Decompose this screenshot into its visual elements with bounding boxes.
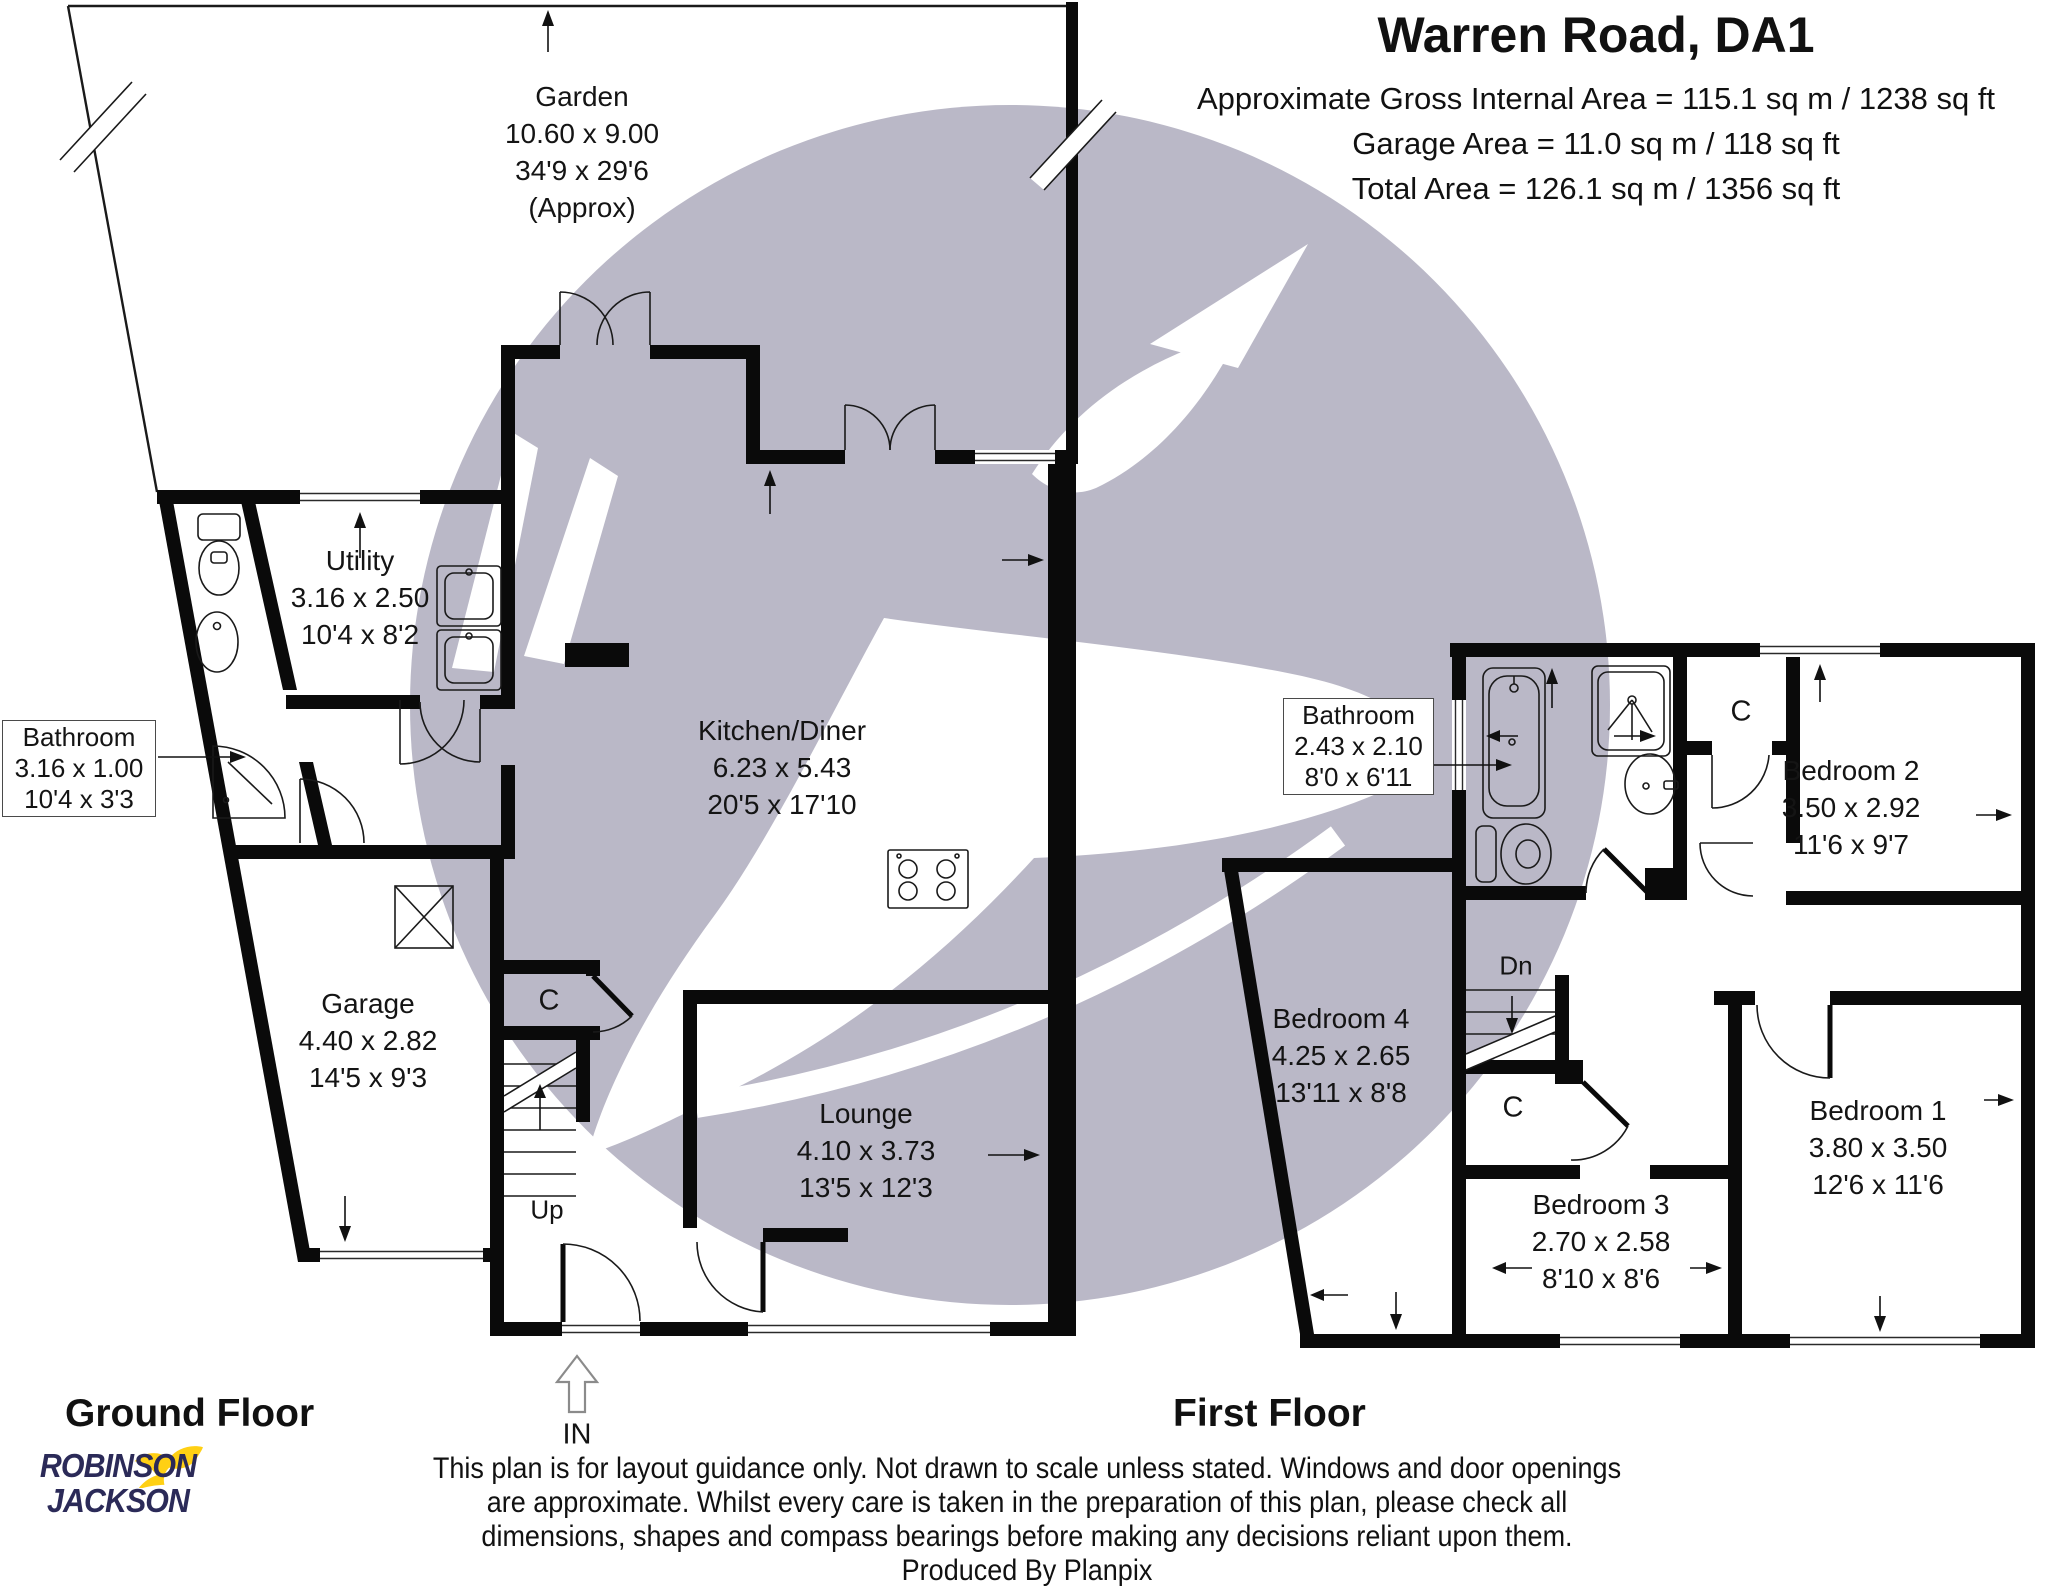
garden-boundary	[59, 2, 1117, 493]
area-summary: Approximate Gross Internal Area = 115.1 …	[1197, 76, 1995, 211]
room-label-bedroom3: Bedroom 3 2.70 x 2.58 8'10 x 8'6	[1531, 1189, 1671, 1294]
room-label-utility: Utility 3.16 x 2.50 10'4 x 8'2	[290, 545, 430, 650]
garage-area: Garage Area = 11.0 sq m / 118 sq ft	[1352, 126, 1840, 161]
room-label-bathroom-ground: Bathroom 3.16 x 1.00 10'4 x 3'3	[2, 720, 156, 817]
first-floor-walls	[1222, 643, 2035, 1348]
toilet-icon	[197, 513, 241, 596]
shower-icon	[212, 745, 286, 819]
ground-floor-windows	[300, 450, 1055, 1336]
stairs-up-label: Up	[530, 1194, 564, 1225]
logo-line2: JACKSON	[46, 1482, 190, 1519]
ground-floor-doors	[299, 291, 936, 1322]
cupboard-marker-landing: C	[1502, 1091, 1524, 1124]
stairs-up-icon	[503, 1051, 577, 1197]
room-label-kitchen-diner: Kitchen/Diner 6.23 x 5.43 20'5 x 17'10	[697, 715, 867, 820]
bathtub-icon	[1482, 667, 1546, 819]
swallow-icon	[134, 1446, 203, 1488]
room-label-bedroom4: Bedroom 4 4.25 x 2.65 13'11 x 8'8	[1271, 1003, 1411, 1108]
cupboard-marker-ground: C	[538, 984, 560, 1017]
sink-unit-icon	[436, 565, 502, 691]
total-area: Total Area = 126.1 sq m / 1356 sq ft	[1351, 171, 1841, 206]
room-label-lounge: Lounge 4.10 x 3.73 13'5 x 12'3	[796, 1098, 936, 1203]
entrance-arrow-icon	[554, 1354, 600, 1414]
entrance-label: IN	[562, 1418, 592, 1451]
stairs-down-icon	[1465, 989, 1556, 1071]
logo-line1: ROBINSON	[39, 1447, 197, 1484]
dimension-arrows	[158, 10, 2014, 1332]
ground-floor-caption: Ground Floor	[65, 1392, 315, 1435]
room-label-bedroom2: Bedroom 2 3.50 x 2.92 11'6 x 9'7	[1781, 755, 1921, 860]
cupboard-marker-bedroom2: C	[1730, 695, 1752, 728]
basin-icon	[195, 611, 239, 673]
ground-floor-walls	[157, 345, 1078, 1336]
room-label-bathroom-first: Bathroom 2.43 x 2.10 8'0 x 6'11	[1283, 698, 1434, 795]
room-label-garage: Garage 4.40 x 2.82 14'5 x 9'3	[298, 988, 438, 1093]
break-mark-icon	[59, 81, 1117, 191]
watermark-logo	[410, 105, 1610, 1305]
stairs-down-label: Dn	[1499, 950, 1533, 981]
shower-tray-icon	[1591, 665, 1671, 757]
produced-by: Produced By Planpix	[901, 1554, 1153, 1587]
disclaimer: This plan is for layout guidance only. N…	[406, 1452, 1648, 1588]
gross-internal-area: Approximate Gross Internal Area = 115.1 …	[1196, 81, 1996, 116]
toilet-icon	[1475, 823, 1552, 885]
first-floor-doors	[1570, 754, 1833, 1161]
first-floor-caption: First Floor	[1173, 1392, 1366, 1435]
room-label-bedroom1: Bedroom 1 3.80 x 3.50 12'6 x 11'6	[1808, 1095, 1948, 1200]
hob-icon	[887, 849, 969, 909]
first-floor-windows	[1452, 643, 1980, 1348]
water-tank-icon	[394, 885, 454, 949]
basin-icon	[1624, 753, 1679, 815]
room-label-garden: Garden 10.60 x 9.00 34'9 x 29'6 (Approx)	[504, 81, 660, 223]
agency-logo: ROBINSON JACKSON	[28, 1446, 208, 1519]
page-title: Warren Road, DA1	[1377, 7, 1815, 63]
